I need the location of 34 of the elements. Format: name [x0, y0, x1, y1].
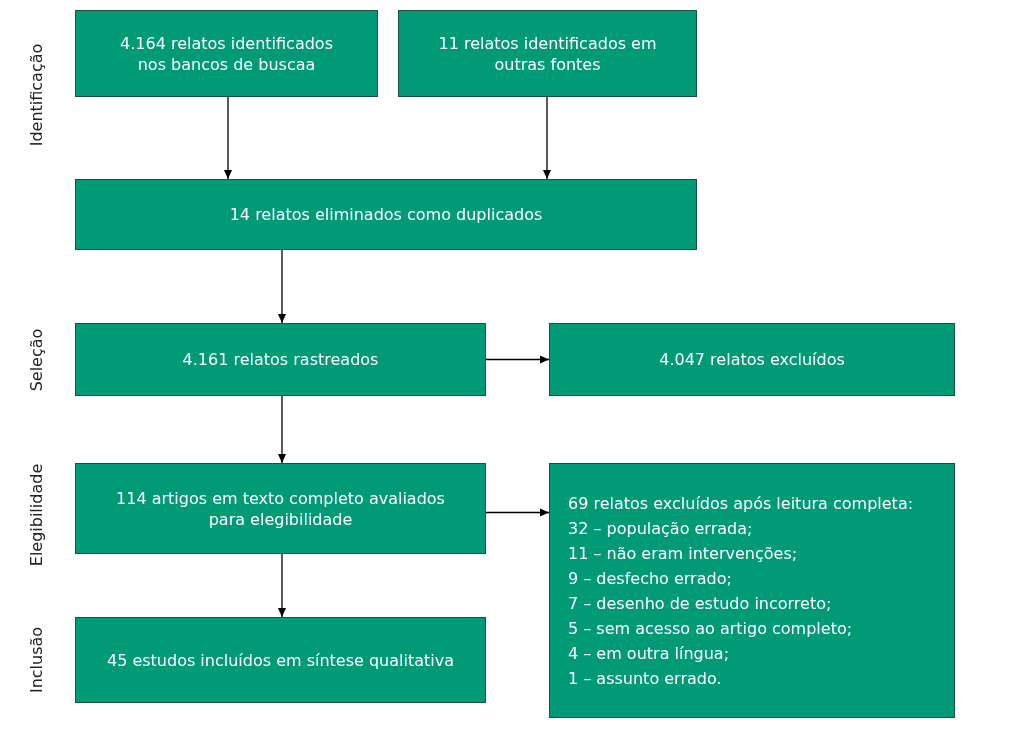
process-box — [75, 463, 486, 554]
process-box — [75, 179, 697, 250]
list-item: 32 – população errada; — [568, 517, 753, 540]
arrow — [485, 355, 550, 364]
stage-label: Seleção — [26, 328, 46, 392]
list-item: 9 – desfecho errado; — [568, 567, 732, 590]
list-item: 1 – assunto errado. — [568, 667, 722, 690]
process-box — [549, 463, 955, 718]
list-item: 4 – em outra língua; — [568, 642, 730, 665]
process-box — [398, 10, 697, 97]
stage-label: Elegibilidade — [26, 463, 46, 567]
box-text: 45 estudos incluídos em síntese qualitativa — [106, 649, 455, 671]
arrow — [543, 96, 551, 180]
arrow — [278, 249, 286, 324]
box-text: 11 relatos identificados em outras fontes — [437, 32, 658, 75]
arrow — [278, 395, 286, 464]
process-box — [549, 323, 955, 396]
box-text: 114 artigos em texto completo avaliados para elegibilidade — [115, 487, 446, 530]
box-text: 4.161 relatos rastreados — [182, 349, 379, 370]
box-text: 14 relatos eliminados como duplicados — [229, 204, 543, 225]
arrow — [224, 96, 232, 180]
process-box — [75, 10, 378, 97]
arrow — [278, 553, 286, 618]
process-box — [75, 323, 486, 396]
process-box — [75, 617, 486, 703]
stage-label: Inclusão — [26, 626, 46, 694]
list-item: 11 – não eram intervenções; — [568, 542, 798, 565]
box-text: 4.047 relatos excluídos — [659, 349, 845, 370]
box-text: 4.164 relatos identificados nos bancos de buscaa — [119, 32, 334, 75]
stage-label: Identificação — [26, 43, 46, 147]
arrow — [485, 508, 550, 517]
list-item: 7 – desenho de estudo incorreto; — [568, 592, 832, 615]
box-text: 69 relatos excluídos após leitura completa: — [568, 492, 914, 515]
list-item: 5 – sem acesso ao artigo completo; — [568, 617, 853, 640]
